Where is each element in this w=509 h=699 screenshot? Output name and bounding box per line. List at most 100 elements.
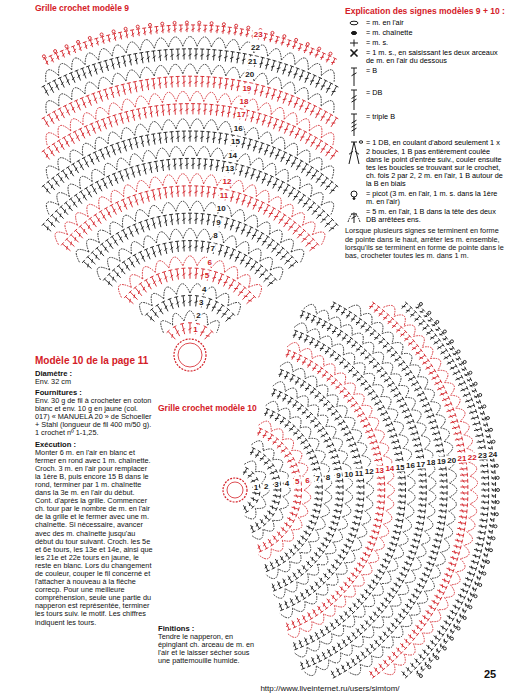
chain-arch: [279, 497, 288, 510]
chain-arch: [154, 65, 168, 76]
stitch-symbol: [283, 185, 288, 194]
chain-arch: [76, 249, 89, 262]
chain-arch: [169, 257, 183, 268]
stitch-symbol: [183, 268, 184, 279]
chain-arch: [46, 133, 59, 145]
stitch-tick: [130, 299, 131, 303]
stitch-symbol: [263, 432, 267, 439]
stitch-tick: [292, 46, 296, 47]
stitch-symbol: [68, 167, 74, 176]
chain-arch: [290, 417, 301, 428]
stitch-tick: [67, 246, 68, 250]
chain-arch: [68, 184, 81, 196]
stitch-symbol: [273, 495, 280, 496]
picot-symbol: [295, 38, 298, 41]
chain-arch: [143, 151, 156, 162]
stitch-symbol: [257, 233, 262, 242]
stitch-bar: [61, 170, 64, 172]
chain-arch: [80, 176, 93, 188]
stitch-bar: [83, 42, 87, 43]
stitch-bar: [150, 246, 154, 247]
stitch-tick: [261, 520, 262, 524]
stitch-bar: [136, 165, 140, 166]
stitch-bar: [238, 282, 241, 284]
stitch-symbol: [272, 390, 275, 397]
stitch-symbol: [278, 392, 281, 399]
chain-arch: [211, 65, 225, 76]
stitch-bar: [168, 298, 172, 299]
stitch-bar: [237, 80, 241, 81]
crochet-round: [103, 241, 277, 287]
stitch-bar: [169, 214, 173, 215]
stitch-tick: [281, 42, 285, 43]
stitch-bar: [269, 116, 273, 117]
stitch-symbol: [84, 158, 89, 167]
chain-arch: [270, 267, 283, 280]
chain-arch: [149, 94, 163, 105]
chain-arch: [282, 82, 295, 94]
stitch-bar: [216, 160, 220, 161]
stitch-bar: [255, 84, 259, 85]
chain-arch: [273, 509, 283, 520]
crochet-round: [167, 323, 214, 339]
stitch-symbol: [49, 115, 54, 124]
chain-arch: [140, 302, 153, 315]
stitch-symbol: [293, 401, 297, 407]
stitch-bar: [139, 193, 143, 194]
stitch-symbol: [71, 199, 77, 208]
stitch-symbol: [104, 279, 112, 286]
stitch-symbol: [90, 218, 96, 227]
chain-arch: [85, 53, 99, 65]
stitch-tick: [277, 97, 281, 98]
stitch-bar: [243, 53, 247, 54]
chain-arch: [177, 284, 190, 295]
chain-arch: [257, 222, 270, 234]
chain-arch: [216, 293, 229, 305]
stitch-symbol: [117, 233, 122, 242]
stitch-symbol: [63, 171, 69, 180]
stitch-bar: [219, 133, 223, 134]
stitch-symbol: [76, 101, 80, 111]
stitch-bar: [139, 282, 142, 284]
stitch-tick: [249, 502, 250, 506]
chain-arch: [97, 267, 110, 280]
stitch-symbol: [56, 211, 63, 219]
stitch-bar: [278, 501, 279, 505]
stitch-bar: [124, 169, 128, 170]
stitch-tick: [277, 252, 281, 253]
stitch-tick: [311, 520, 312, 524]
stitch-symbol: [330, 151, 336, 160]
stitch-symbol: [229, 27, 230, 34]
stitch-tick: [262, 121, 266, 122]
chain-arch: [99, 49, 113, 60]
stitch-symbol: [217, 305, 223, 314]
chain-arch: [85, 82, 98, 94]
stitch-bar: [145, 191, 149, 192]
chain-arch: [321, 504, 330, 517]
stitch-bar: [109, 59, 113, 60]
chain-arch: [98, 77, 112, 89]
stitch-symbol: [286, 155, 291, 165]
picot-symbol: [235, 24, 238, 27]
stitch-symbol: [262, 237, 268, 246]
chain-arch: [65, 222, 78, 235]
chain-arch: [156, 232, 169, 243]
chain-arch: [70, 150, 83, 162]
stitch-tick: [294, 433, 298, 434]
picot-symbol: [198, 21, 201, 24]
stitch-symbol: [269, 208, 274, 217]
stitch-bar: [116, 142, 120, 143]
chain-arch: [130, 275, 143, 288]
stitch-symbol: [247, 297, 255, 304]
stitch-tick: [279, 127, 283, 128]
stitch-bar: [276, 36, 280, 37]
stitch-symbol: [111, 205, 116, 214]
stitch-bar: [127, 54, 131, 55]
chain-arch: [130, 154, 143, 165]
chain-arch: [57, 193, 70, 206]
stitch-tick: [284, 129, 288, 130]
stitch-tick: [270, 153, 274, 154]
stitch-bar: [144, 219, 148, 220]
chain-arch: [258, 103, 271, 115]
stitch-symbol: [43, 151, 49, 160]
